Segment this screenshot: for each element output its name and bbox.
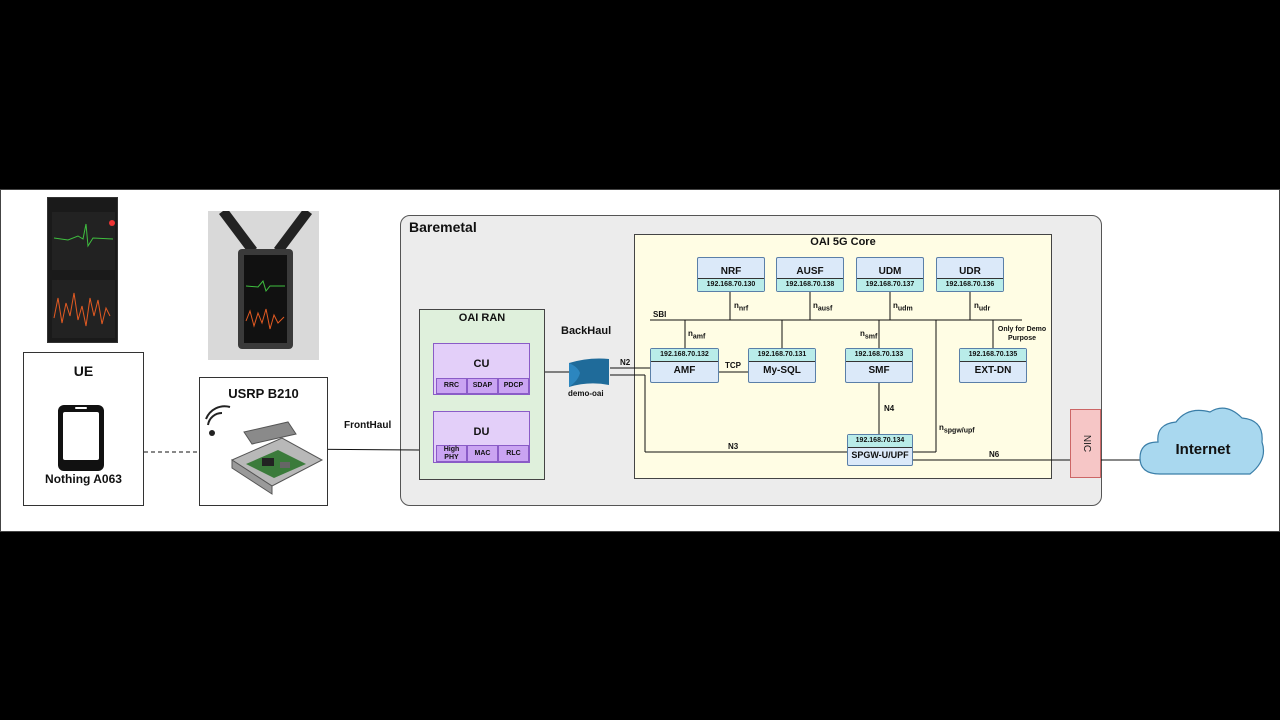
ue-title: UE [73,363,94,379]
internet-label: Internet [1175,441,1231,458]
udr-name: UDR [959,266,981,277]
du-layer-rlc: RLC [498,445,529,462]
nrf-ip: 192.168.70.130 [698,278,764,291]
du-box: DU High PHY MAC RLC [433,411,530,463]
extdn-name: EXT-DN [974,365,1012,376]
n3-label: N3 [728,442,739,451]
ran-title: OAI RAN [458,312,506,324]
mysql-box: 192.168.70.131 My-SQL [748,348,816,383]
n6-label: N6 [989,450,1000,459]
cu-box: CU RRC SDAP PDCP [433,343,530,395]
du-label: DU [473,426,490,438]
nrf-name: NRF [720,266,742,277]
smf-name: SMF [868,365,890,376]
extdn-box: 192.168.70.135 EXT-DN [959,348,1027,383]
amf-box: 192.168.70.132 AMF [650,348,719,383]
nrf-interface-label: nnrf [734,301,749,313]
smf-interface-label: nsmf [860,329,878,341]
extdn-ip: 192.168.70.135 [960,349,1026,362]
bridge-icon [568,357,612,394]
ausf-box: AUSF 192.168.70.138 [776,257,844,292]
tcp-label: TCP [725,361,741,370]
ausf-name: AUSF [796,266,824,277]
amf-interface-label: namf [688,329,706,341]
upf-name: SPGW-U/UPF [851,450,909,460]
usrp-photo-image [208,211,319,360]
amf-ip: 192.168.70.132 [651,349,718,362]
baremetal-title: Baremetal [409,219,477,235]
smartphone-icon [57,404,105,477]
cu-layer-rrc: RRC [436,378,467,394]
udr-ip: 192.168.70.136 [937,278,1003,291]
upf-box: 192.168.70.134 SPGW-U/UPF [847,434,913,466]
sbi-label: SBI [653,310,667,319]
cu-layer-pdcp: PDCP [498,378,529,394]
nrf-box: NRF 192.168.70.130 [697,257,765,292]
mysql-name: My-SQL [763,365,801,376]
demo-purpose-note: Only for Demo Purpose [997,326,1047,342]
smf-box: 192.168.70.133 SMF [845,348,913,383]
smf-ip: 192.168.70.133 [846,349,912,362]
udr-box: UDR 192.168.70.136 [936,257,1004,292]
mysql-ip: 192.168.70.131 [749,349,815,362]
usrp-title: USRP B210 [228,386,299,401]
backhaul-label: BackHaul [561,325,612,337]
udm-name: UDM [878,266,902,277]
cu-label: CU [473,358,490,370]
ue-device-name: Nothing A063 [45,472,122,486]
upf-interface-label: nspgw/upf [939,423,975,435]
upf-ip: 192.168.70.134 [848,435,912,448]
nic-label: NIC [1081,434,1092,453]
core-title: OAI 5G Core [810,236,876,248]
amf-name: AMF [673,365,696,376]
cu-layer-sdap: SDAP [467,378,498,394]
phone-screenshot-image [47,197,118,343]
du-layer-mac: MAC [467,445,498,462]
nic-box: NIC [1070,409,1101,478]
udr-interface-label: nudr [974,301,991,313]
udm-box: UDM 192.168.70.137 [856,257,924,292]
internet-cloud-icon [1138,402,1268,481]
ausf-ip: 192.168.70.138 [777,278,843,291]
ausf-interface-label: nausf [813,301,833,313]
usrp-board-image [222,420,330,503]
n2-label: N2 [620,358,631,367]
wireless-signal-icon [204,405,244,444]
n4-label: N4 [884,404,895,413]
fronthaul-label: FrontHaul [344,420,392,431]
bridge-label: demo-oai [568,389,604,398]
udm-ip: 192.168.70.137 [857,278,923,291]
du-layer-high-phy: High PHY [436,445,467,462]
udm-interface-label: nudm [893,301,913,313]
